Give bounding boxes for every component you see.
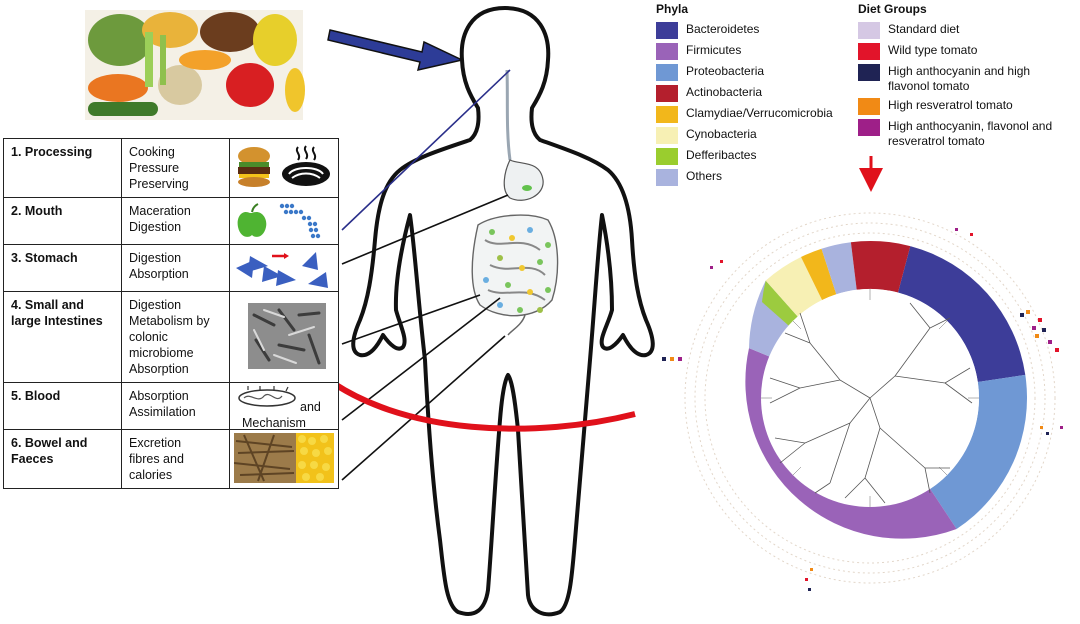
table-row: 4. Small and large Intestines Digestion … [3,291,339,383]
legend-item: Standard diet [858,22,1073,39]
stage-label: 2. Mouth [3,197,122,245]
legend-item: Others [656,169,856,186]
burger-and-pasta-icon [229,138,339,198]
blue-triangles-icon [229,244,339,292]
diet-markers [662,228,1063,591]
table-row: 5. Blood Absorption Assimilation and Mec… [3,382,339,430]
legend-swatch [656,22,678,39]
stage-description: Excretion fibres and calories [121,429,230,489]
legend-item: Proteobacteria [656,64,856,81]
phyla-legend-title: Phyla [656,2,689,16]
human-body-outline [351,6,655,617]
table-row: 6. Bowel and Faeces Excretion fibres and… [3,429,339,489]
stage-description: Cooking Pressure Preserving [121,138,230,198]
legend-swatch [656,106,678,123]
legend-swatch [656,148,678,165]
legend-swatch [858,64,880,81]
table-row: 3. Stomach Digestion Absorption [3,244,339,292]
pic-text-and: and [300,400,321,414]
apple-and-molecules-icon [229,197,339,245]
legend-swatch [656,169,678,186]
legend-item: Firmicutes [656,43,856,60]
stage-label: 1. Processing [3,138,122,198]
table-row: 1. Processing Cooking Pressure Preservin… [3,138,339,198]
legend-swatch [656,43,678,60]
legend-swatch [858,43,880,60]
legend-swatch [858,98,880,115]
phylogenetic-tree [662,212,1063,591]
fibres-and-corn-photo [229,429,339,489]
legend-item: Actinobacteria [656,85,856,102]
digestive-tract [471,69,559,336]
digestion-stages-table: 1. Processing Cooking Pressure Preservin… [3,138,339,489]
absorption-mechanism-sketch: and Mechanism [229,382,339,430]
stage-label: 6. Bowel and Faeces [3,429,122,489]
legend-item: Cynobacteria [656,127,856,144]
stage-description: Digestion Absorption [121,244,230,292]
legend-item: High anthocyanin and high flavonol tomat… [858,64,1073,94]
legend-item: Clamydiae/Verrucomicrobia [656,106,856,123]
legend-swatch [858,22,880,39]
microbiome-micrograph [229,291,339,383]
diet-legend-title: Diet Groups [858,2,927,16]
pic-text-mechanism: Mechanism [242,416,306,430]
legend-swatch [656,64,678,81]
stage-description: Absorption Assimilation [121,382,230,430]
legend-swatch [656,127,678,144]
legend-item: Defferibactes [656,148,856,165]
stage-label: 4. Small and large Intestines [3,291,122,383]
vegetables-photo [85,10,305,120]
food-to-body-arrow [327,29,465,72]
legend-swatch [858,119,880,136]
connector-lines [341,69,511,481]
stage-description: Digestion Metabolism by colonic microbio… [121,291,230,383]
stage-label: 3. Stomach [3,244,122,292]
table-row: 2. Mouth Maceration Digestion [3,197,339,245]
stage-label: 5. Blood [3,382,122,430]
stage-description: Maceration Digestion [121,197,230,245]
legend-item: Bacteroidetes [656,22,856,39]
legend-item: Wild type tomato [858,43,1073,60]
diet-groups-legend: Diet Groups Standard diet Wild type toma… [858,2,1073,153]
legend-item: High resveratrol tomato [858,98,1073,115]
legend-swatch [656,85,678,102]
legend-item: High anthocyanin, flavonol and resveratr… [858,119,1073,149]
phyla-legend: Phyla Bacteroidetes Firmicutes Proteobac… [656,2,856,190]
